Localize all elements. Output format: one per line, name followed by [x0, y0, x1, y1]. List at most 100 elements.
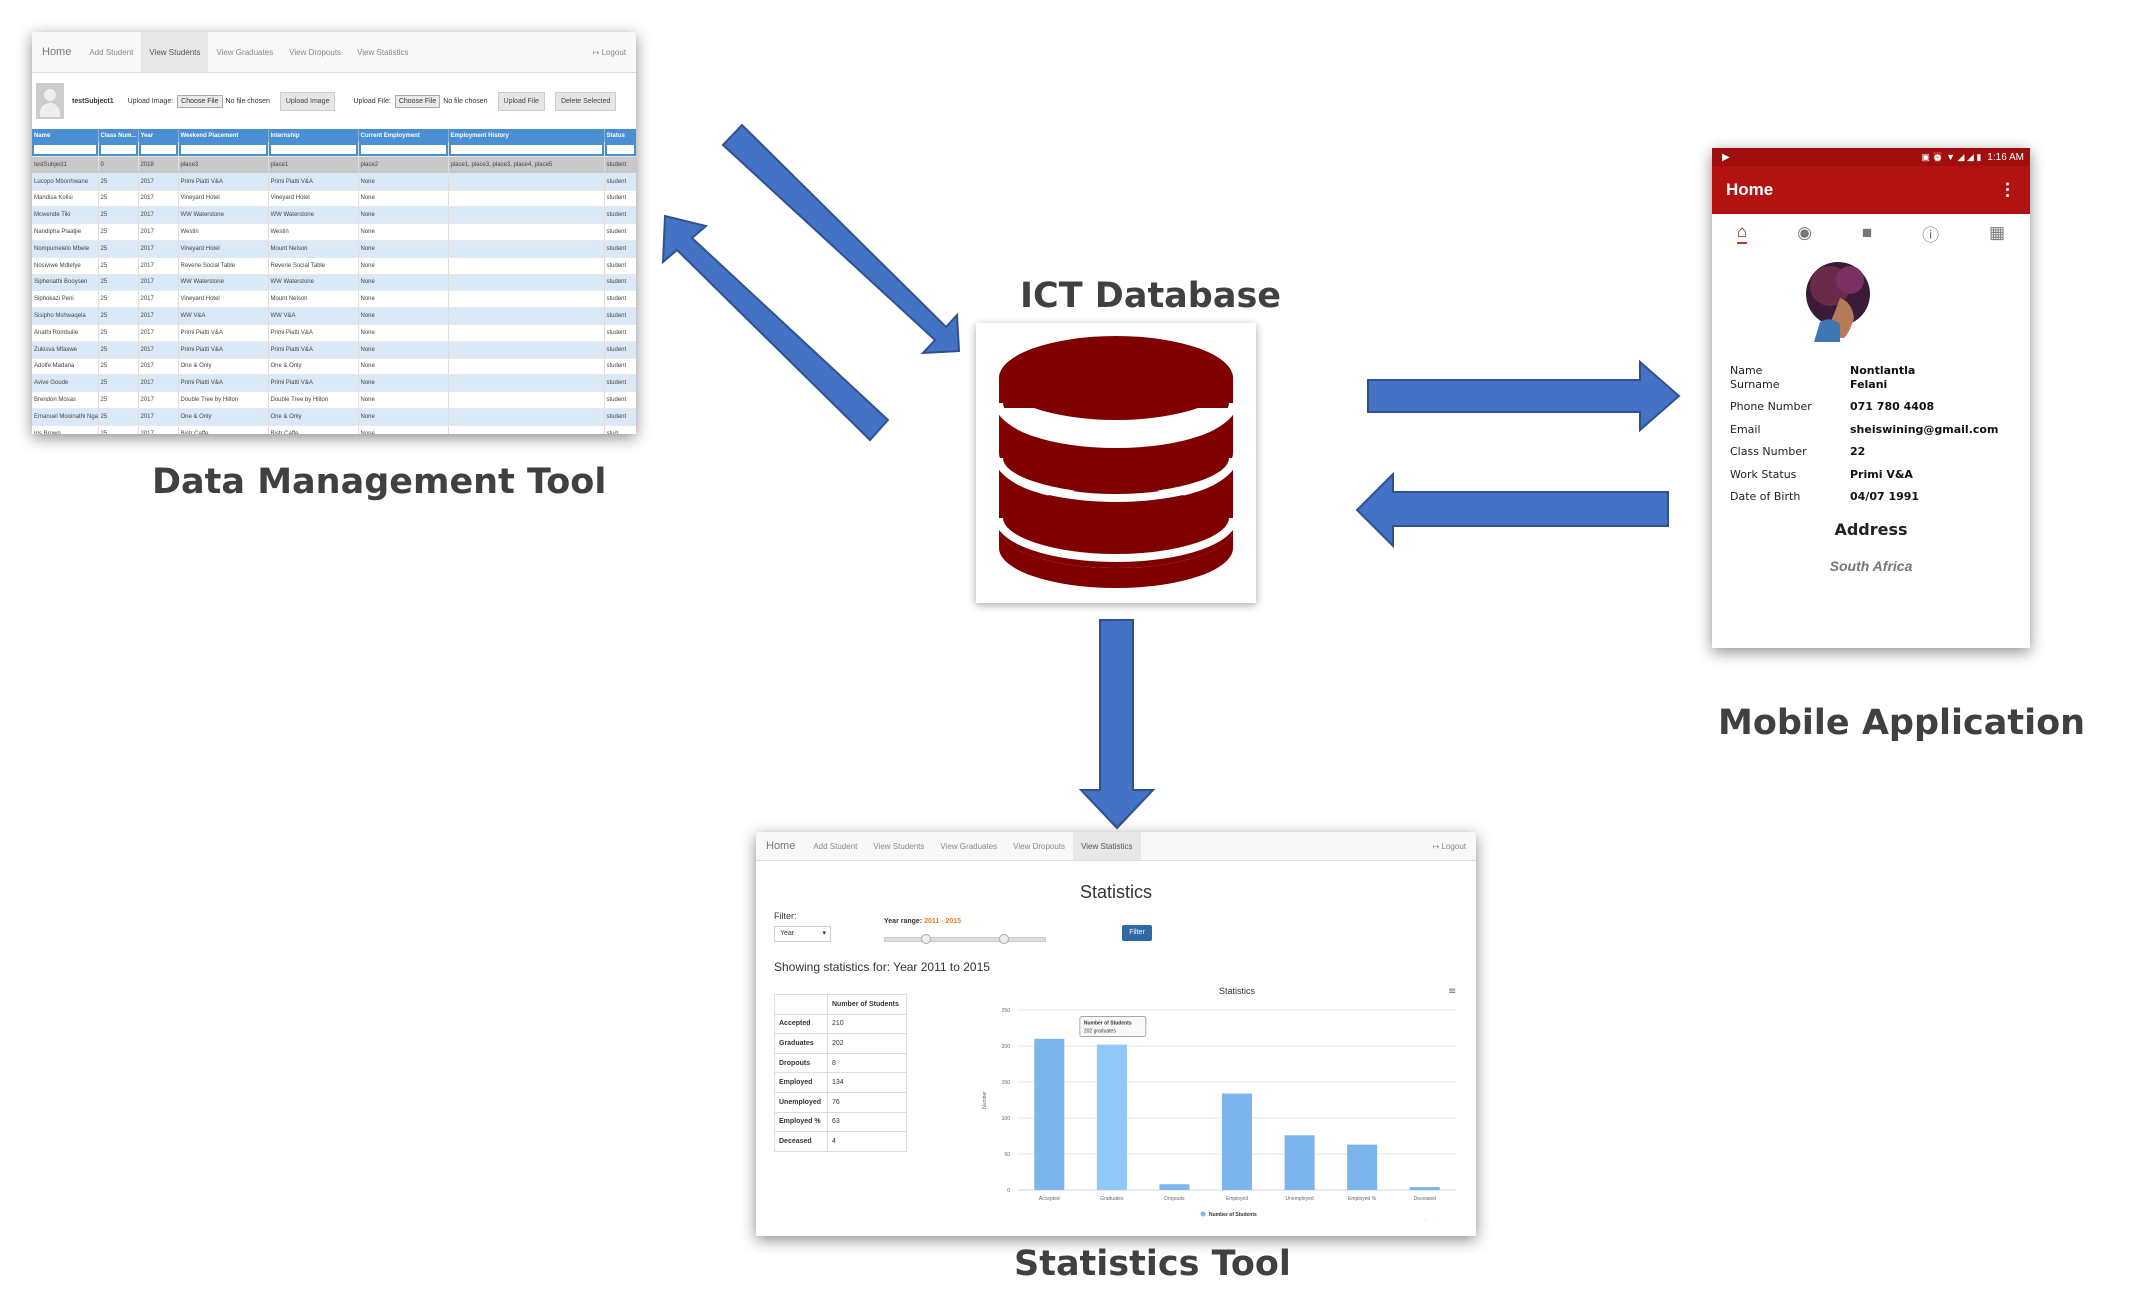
caption-data-management: Data Management Tool — [152, 462, 607, 502]
dm-choose-image-button[interactable]: Choose File — [177, 94, 223, 108]
home-tab-icon[interactable]: ⌂ — [1736, 222, 1748, 244]
dm-upload-bar: testSubject1 Upload Image: Choose File N… — [32, 73, 636, 129]
column-filter-input[interactable] — [358, 142, 449, 157]
chart-title: Statistics — [1219, 986, 1256, 996]
dm-nav-view-dropouts[interactable]: View Dropouts — [289, 47, 342, 57]
stats-nav-add-student[interactable]: Add Student — [813, 841, 858, 851]
bar — [1034, 1038, 1065, 1190]
database-icon — [995, 336, 1237, 588]
stats-nav-view-dropouts[interactable]: View Dropouts — [1013, 841, 1066, 851]
dm-choose-file-button[interactable]: Choose File — [394, 94, 441, 108]
slider-handle-end[interactable] — [999, 934, 1009, 944]
table-cell: Mandisa Kolisi — [32, 190, 99, 208]
help-tab-icon[interactable]: ⓘ — [1922, 225, 1940, 245]
dm-upload-file-label: Upload File: — [353, 97, 391, 105]
table-cell: None — [358, 374, 449, 393]
dm-nav-view-graduates[interactable]: View Graduates — [216, 47, 274, 57]
column-filter-input[interactable] — [268, 142, 359, 157]
calendar-tab-icon[interactable]: ▦ — [1988, 223, 2006, 242]
filter-button[interactable]: Filter — [1122, 925, 1152, 941]
table-cell: Vineyard Hotel — [178, 190, 269, 208]
column-header[interactable]: Weekend Placement — [178, 129, 269, 142]
more-menu-icon[interactable]: ⋮ — [1999, 180, 2016, 199]
year-range-value: 2011 - 2015 — [924, 918, 962, 925]
field-label: Email — [1730, 423, 1761, 436]
table-cell: Emanuel Mooinathi Nga... — [32, 408, 99, 426]
table-cell — [448, 240, 605, 258]
column-header[interactable]: Current Employment — [358, 129, 449, 142]
table-cell: student — [604, 206, 636, 225]
column-filter-input[interactable] — [178, 142, 269, 157]
column-filter-input[interactable] — [32, 142, 99, 157]
dm-nav-home[interactable]: Home — [42, 46, 72, 58]
dm-upload-file-button[interactable]: Upload File — [497, 91, 545, 111]
stats-nav-view-students[interactable]: View Students — [873, 841, 925, 851]
table-cell: 2017 — [138, 341, 179, 359]
table-cell: Siphenathi Booysen — [32, 274, 99, 292]
stats-nav-view-statistics[interactable]: View Statistics — [1073, 832, 1141, 860]
field-value: sheiswining@gmail.com — [1850, 423, 1999, 436]
stats-nav-view-graduates[interactable]: View Graduates — [940, 841, 998, 851]
stats-filter-select[interactable]: Year▾ — [774, 926, 831, 942]
dm-nav-add-student[interactable]: Add Student — [89, 47, 134, 57]
column-header[interactable]: Status — [604, 129, 636, 142]
dm-delete-selected-button[interactable]: Delete Selected — [554, 91, 617, 111]
table-cell: 25 — [98, 290, 139, 309]
dm-nav-view-statistics[interactable]: View Statistics — [357, 47, 409, 57]
tooltip-title: Number of Students — [1084, 1021, 1132, 1027]
x-tick-label: Employed % — [1348, 1196, 1377, 1202]
table-cell: Primi Piatti V&A — [268, 324, 359, 342]
briefcase-tab-icon[interactable]: ■ — [1861, 223, 1873, 242]
table-cell: student — [604, 358, 636, 376]
stats-nav-home[interactable]: Home — [766, 840, 796, 852]
dm-upload-image-button[interactable]: Upload Image — [279, 91, 336, 111]
column-filter-input[interactable] — [98, 142, 139, 157]
bar — [1221, 1093, 1253, 1190]
table-cell: None — [358, 290, 449, 309]
dm-nav-view-students[interactable]: View Students — [141, 32, 209, 72]
profile-tab-icon[interactable]: ◉ — [1797, 223, 1812, 242]
table-cell: WW V&A — [178, 307, 269, 325]
table-cell: 25 — [98, 391, 139, 409]
table-cell: Iris Brown — [32, 425, 99, 434]
year-range-slider[interactable] — [884, 934, 1046, 944]
statistics-bar-chart: Statistics≡050100150200250NumberAccepted… — [982, 986, 1456, 1220]
caption-mobile: Mobile Application — [1718, 703, 2086, 743]
column-header[interactable]: Class Num... — [98, 129, 139, 142]
legend-label: Number of Students — [1209, 1212, 1257, 1218]
table-cell: student — [604, 391, 636, 409]
field-label: Phone Number — [1730, 400, 1812, 413]
column-header[interactable]: Employment History — [448, 129, 605, 142]
slider-handle-start[interactable] — [921, 934, 931, 944]
column-filter-input[interactable] — [138, 142, 179, 157]
table-cell: 2017 — [138, 223, 179, 241]
column-header[interactable]: Name — [32, 129, 99, 142]
column-header[interactable]: Year — [138, 129, 179, 142]
column-header[interactable]: Internship — [268, 129, 359, 142]
column-filter-input[interactable] — [448, 142, 605, 157]
table-cell: WW V&A — [268, 307, 359, 325]
field-label: Surname — [1730, 378, 1780, 391]
column-filter-input[interactable] — [604, 142, 636, 157]
stats-logout-link[interactable]: ↦ Logout — [1432, 841, 1466, 851]
dm-logout-link[interactable]: ↦ Logout — [592, 47, 626, 57]
x-tick-label: Graduates — [1100, 1196, 1124, 1202]
